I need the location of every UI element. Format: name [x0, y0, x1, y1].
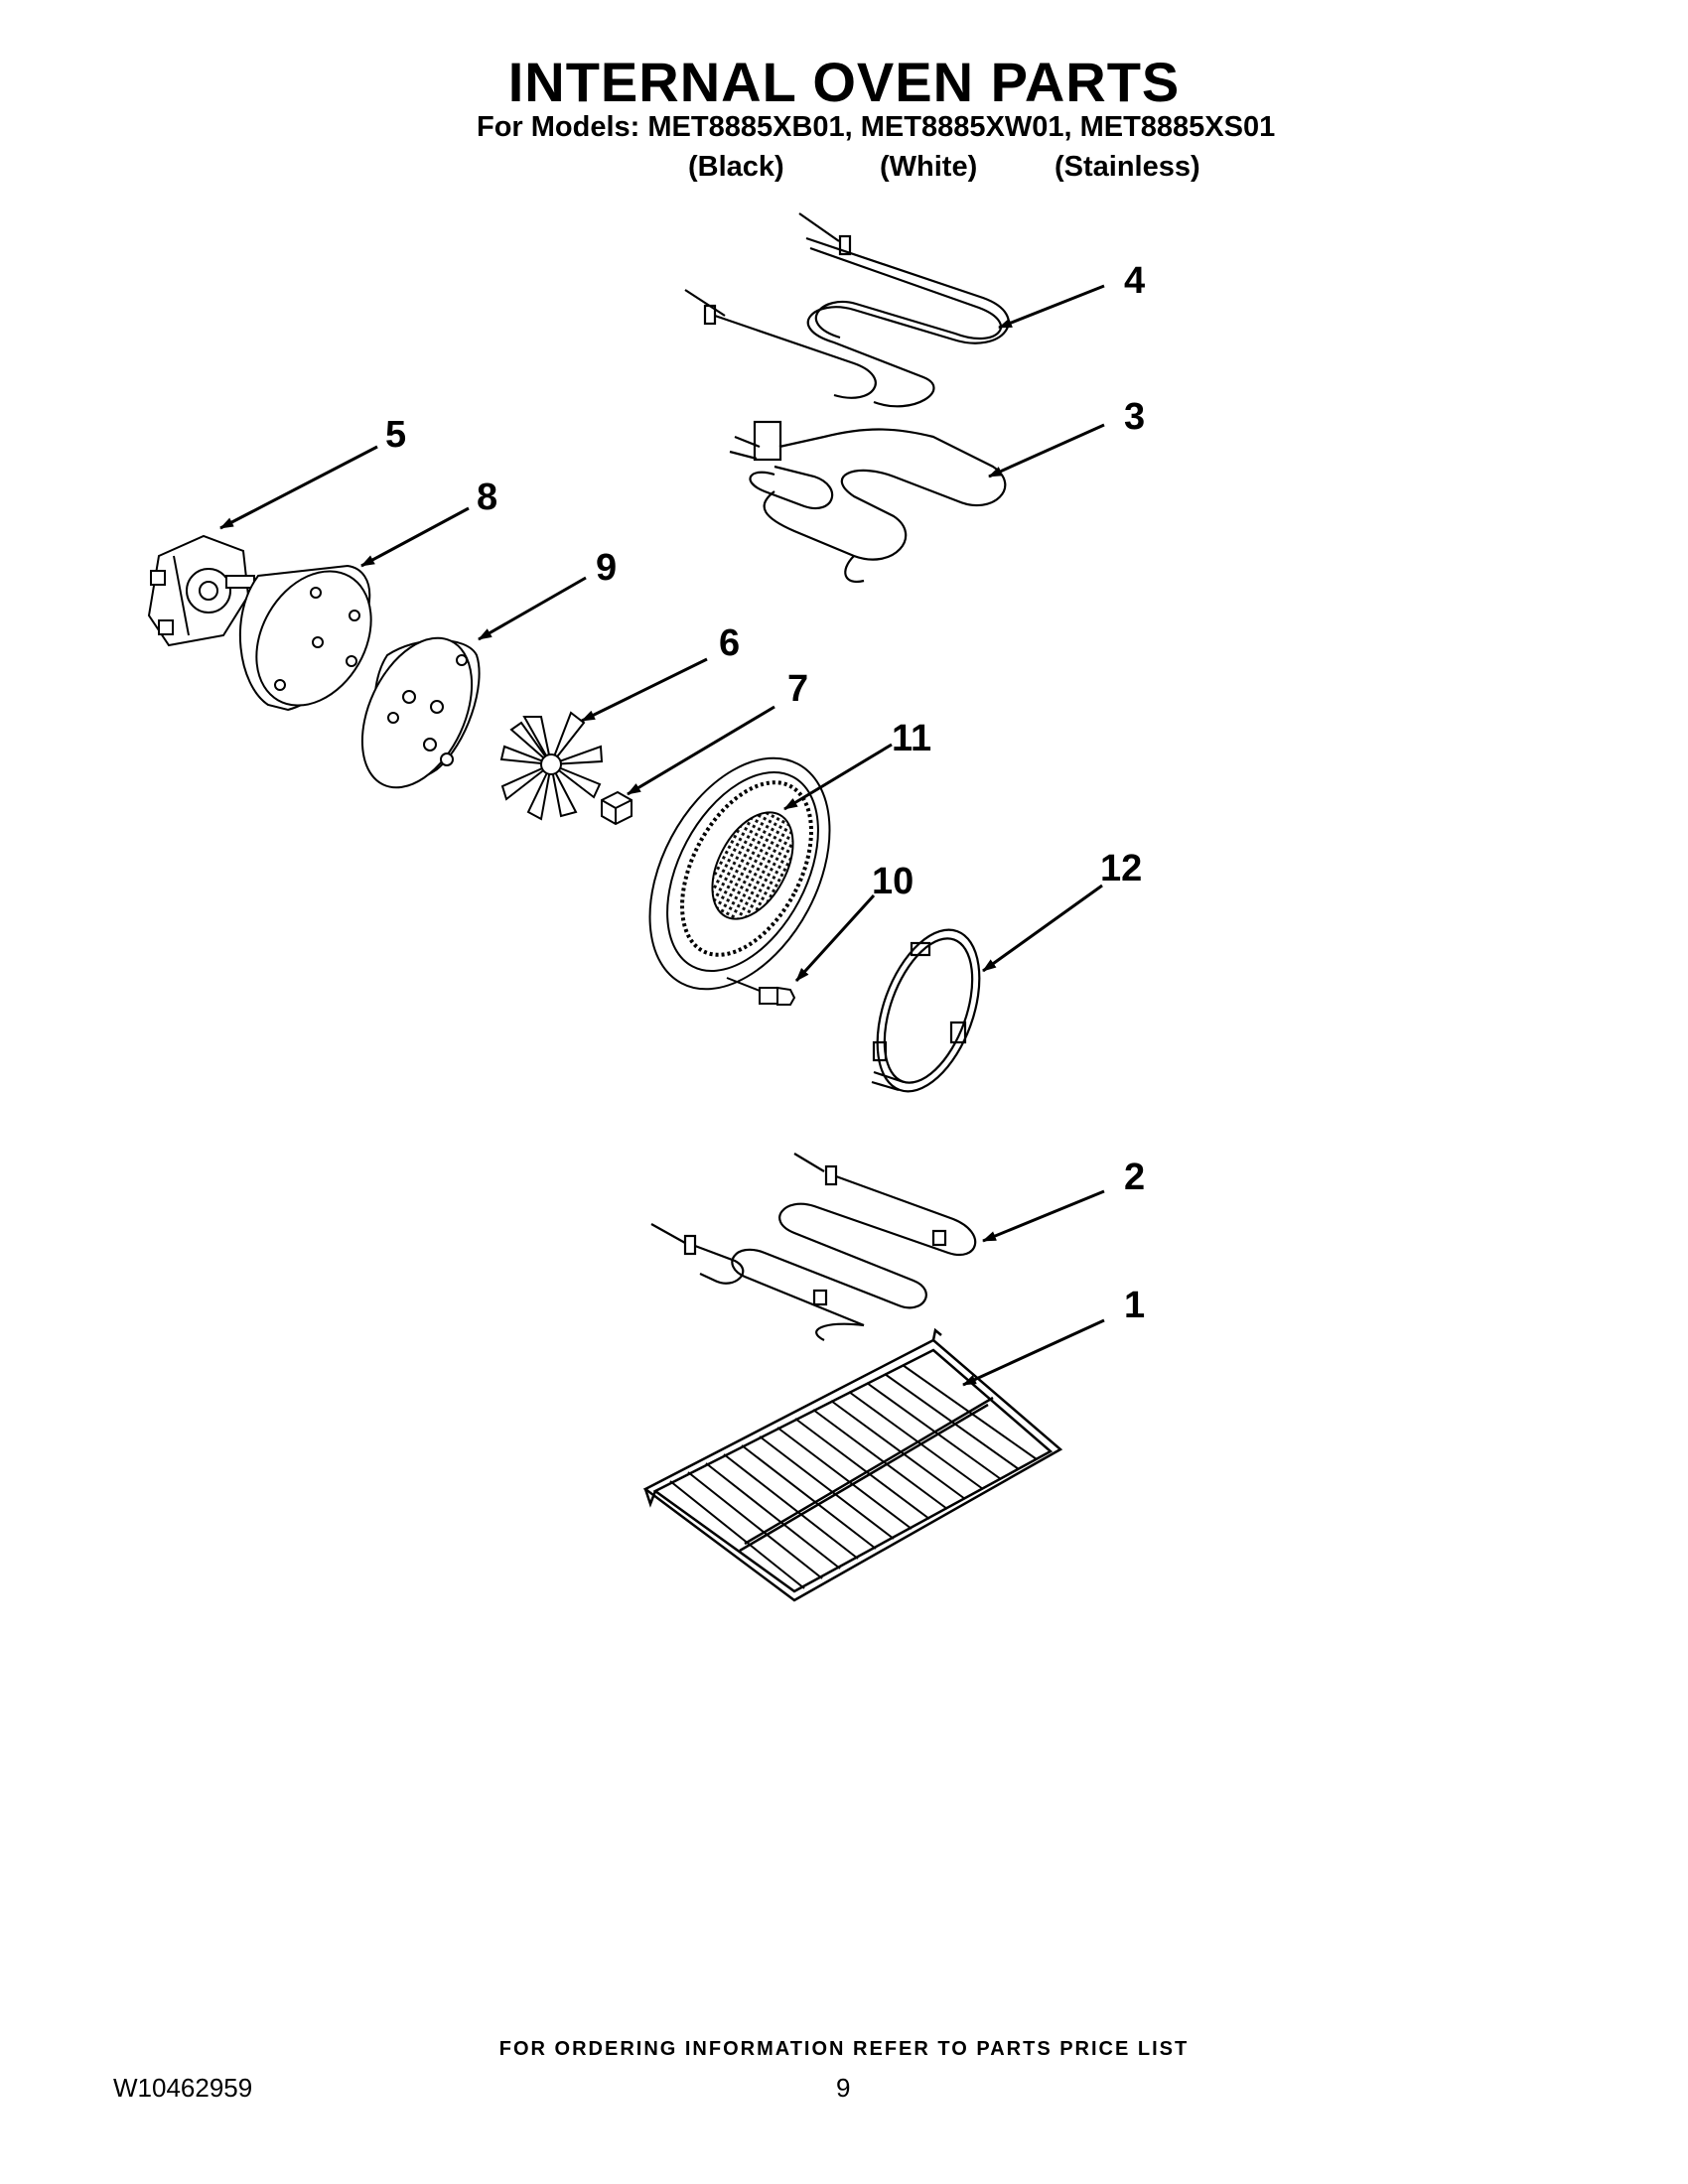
part-8-rear-plate: [238, 564, 372, 712]
part-5-convection-motor: [147, 534, 255, 647]
callout-7: 7: [787, 668, 808, 710]
part-9-baffle-plate: [360, 636, 481, 789]
callout-5: 5: [385, 414, 406, 456]
part-2-bake-element: [650, 1153, 977, 1341]
leader-8: [360, 506, 470, 568]
callout-12: 12: [1100, 848, 1142, 889]
leader-lines: [219, 284, 1105, 1387]
variant-white: (White): [880, 151, 978, 183]
leader-1: [962, 1318, 1105, 1387]
models-line: For Models: MET8885XB01, MET8885XW01, ME…: [477, 111, 1276, 143]
page-title: INTERNAL OVEN PARTS: [507, 51, 1181, 113]
ordering-note: FOR ORDERING INFORMATION REFER TO PARTS …: [498, 2038, 1190, 2060]
part-6-fan-blade: [499, 711, 604, 821]
leader-2: [982, 1189, 1105, 1243]
callout-1: 1: [1124, 1285, 1145, 1326]
part-10-sensor: [726, 977, 796, 1006]
leader-11: [783, 743, 893, 811]
leader-4: [998, 284, 1105, 330]
leader-6: [581, 657, 708, 723]
part-11-fan-cover: [648, 756, 831, 991]
page-number: 9: [836, 2073, 851, 2103]
callout-8: 8: [477, 477, 497, 518]
leader-7: [627, 705, 775, 796]
part-4-upper-element: [684, 212, 1010, 408]
callout-4: 4: [1124, 260, 1145, 302]
callout-10: 10: [872, 861, 914, 902]
variant-black: (Black): [688, 151, 784, 183]
leader-12: [982, 884, 1103, 973]
callout-6: 6: [719, 622, 740, 664]
document-number: W10462959: [113, 2073, 253, 2103]
part-7-fan-nut: [601, 790, 633, 826]
callout-3: 3: [1124, 396, 1145, 438]
leader-5: [219, 445, 378, 530]
part-1-oven-rack: [642, 1327, 1063, 1602]
leader-9: [478, 576, 587, 641]
callout-2: 2: [1124, 1157, 1145, 1198]
callout-9: 9: [596, 547, 617, 589]
part-3-broil-element: [729, 420, 1007, 584]
part-12-convection-element: [871, 928, 981, 1093]
leader-10: [794, 893, 876, 983]
callout-11: 11: [892, 718, 931, 759]
variant-stainless: (Stainless): [1055, 151, 1200, 183]
callout-numbers: 4 3 5 8 9 6 7 11 10 12 2 1: [385, 260, 1145, 1326]
leader-3: [988, 423, 1105, 478]
